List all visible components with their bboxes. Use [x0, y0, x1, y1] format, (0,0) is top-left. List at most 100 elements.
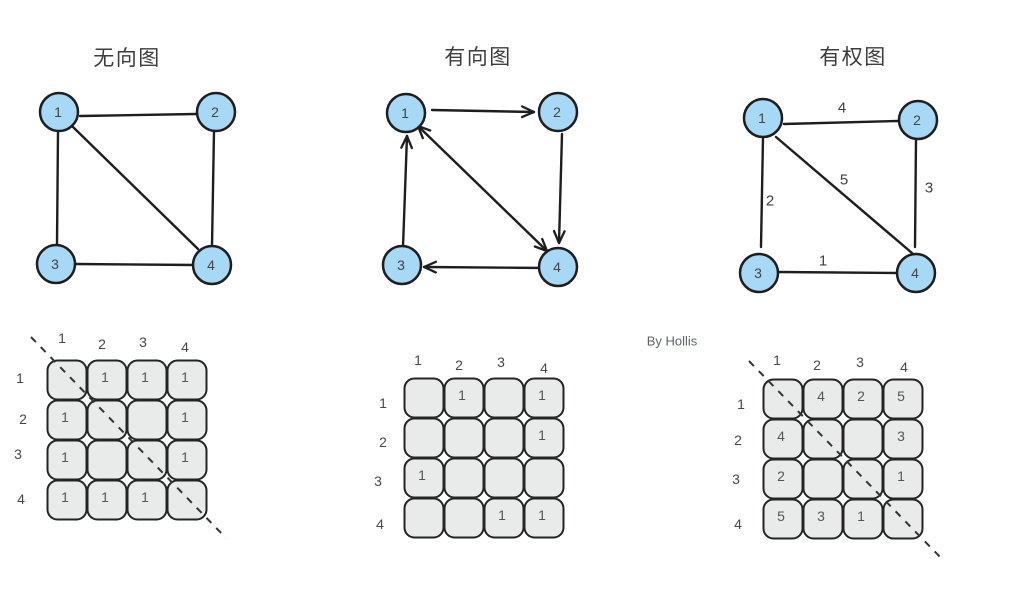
weighted-adjacency-matrix-value: 2 — [857, 388, 865, 404]
graph-node-label: 2 — [553, 104, 561, 120]
directed-adjacency-matrix-cell — [443, 457, 485, 499]
graph-edge-1-3 — [759, 135, 765, 249]
weighted-adjacency-matrix-row-label-3: 3 — [732, 471, 740, 487]
graph-node-weighted-3 — [738, 252, 780, 294]
graph-edge-3-4 — [73, 262, 196, 267]
directed-adjacency-matrix-cell — [443, 497, 485, 539]
undirected-adjacency-matrix-col-label-4: 4 — [181, 339, 189, 355]
weighted-adjacency-matrix-cell — [882, 498, 924, 540]
graph-edge-1-2 — [430, 108, 536, 114]
weighted-adjacency-matrix-diagonal-dashed-line — [748, 360, 944, 561]
undirected-adjacency-matrix-value: 1 — [61, 409, 69, 425]
undirected-adjacency-matrix-row-label-4: 4 — [17, 491, 25, 507]
directed-adjacency-matrix-col-label-1: 1 — [414, 352, 422, 368]
directed-adjacency-matrix-cell — [523, 497, 565, 539]
graph-edge-1-4 — [416, 124, 549, 253]
graph-node-label: 1 — [401, 105, 409, 121]
weighted-adjacency-matrix-col-label-3: 3 — [856, 354, 864, 370]
graph-edge-1-2 — [782, 119, 900, 126]
graph-node-undirected-3 — [35, 243, 77, 285]
graph-edge-1-4 — [71, 125, 200, 251]
undirected-adjacency-matrix-cell — [126, 439, 168, 481]
graph-edge-2-4 — [913, 137, 918, 249]
weighted-adjacency-matrix-col-label-1: 1 — [773, 352, 781, 368]
graph-edge-3-4 — [777, 270, 902, 275]
directed-adjacency-matrix-cell — [443, 417, 485, 459]
directed-adjacency-matrix-cell — [403, 377, 445, 419]
directed-adjacency-matrix-col-label-2: 2 — [455, 357, 463, 373]
graph-node-directed-3 — [381, 244, 423, 286]
directed-adjacency-matrix-value: 1 — [498, 507, 506, 523]
weighted-graph-title: 有权图 — [819, 46, 887, 69]
directed-adjacency-matrix-value: 1 — [538, 427, 546, 443]
graph-node-directed-2 — [537, 91, 579, 133]
undirected-adjacency-matrix-diagonal-dashed-line — [30, 336, 227, 539]
author-credit: By Hollis — [646, 333, 698, 349]
undirected-adjacency-matrix-col-label-2: 2 — [98, 336, 106, 352]
weighted-adjacency-matrix-value: 5 — [777, 508, 785, 524]
weighted-adjacency-matrix-value: 5 — [897, 388, 905, 404]
undirected-adjacency-matrix-cell — [46, 359, 88, 401]
weighted-adjacency-matrix-row-label-1: 1 — [737, 396, 745, 412]
directed-adjacency-matrix-value: 1 — [538, 507, 546, 523]
arrowhead-icon — [552, 229, 566, 245]
graph-edge-2-4 — [210, 129, 216, 248]
directed-adjacency-matrix-value: 1 — [418, 467, 426, 483]
weighted-adjacency-matrix-cell — [762, 378, 804, 420]
undirected-adjacency-matrix-value: 1 — [141, 369, 149, 385]
directed-adjacency-matrix-row-label-1: 1 — [379, 395, 387, 411]
graph-edge-1-3 — [55, 129, 60, 247]
directed-adjacency-matrix-col-label-4: 4 — [540, 360, 548, 376]
graph-node-label: 1 — [758, 110, 766, 126]
graph-node-weighted-2 — [897, 99, 939, 141]
directed-adjacency-matrix-cell — [483, 377, 525, 419]
undirected-adjacency-matrix-cell — [86, 439, 128, 481]
graph-edge-3-1 — [401, 134, 409, 249]
weighted-adjacency-matrix-col-label-2: 2 — [813, 357, 821, 373]
undirected-adjacency-matrix-col-label-3: 3 — [139, 334, 147, 350]
graph-node-label: 1 — [54, 104, 62, 120]
graph-node-undirected-1 — [38, 91, 80, 133]
graph-node-label: 2 — [211, 104, 219, 120]
undirected-adjacency-matrix-row-label-1: 1 — [16, 370, 24, 386]
graph-node-undirected-4 — [191, 244, 233, 286]
weighted-adjacency-matrix-cell — [842, 418, 884, 460]
undirected-adjacency-matrix-value: 1 — [61, 449, 69, 465]
graph-node-label: 4 — [911, 265, 919, 281]
arrowhead-icon — [520, 105, 536, 119]
edge-weight-label-2-4: 3 — [925, 180, 933, 197]
undirected-adjacency-matrix-cell — [86, 399, 128, 441]
edge-weight-label-1-4: 5 — [840, 172, 848, 189]
weighted-adjacency-matrix-cell — [802, 458, 844, 500]
arrowhead-icon — [400, 134, 414, 150]
undirected-adjacency-matrix-value: 1 — [141, 489, 149, 505]
graph-node-undirected-2 — [195, 91, 237, 133]
directed-adjacency-matrix-row-label-3: 3 — [374, 473, 382, 489]
directed-adjacency-matrix-row-label-4: 4 — [376, 516, 384, 532]
directed-adjacency-matrix-cell — [523, 457, 565, 499]
undirected-adjacency-matrix-row-label-3: 3 — [14, 446, 22, 462]
graph-edge-1-2 — [78, 112, 198, 118]
weighted-adjacency-matrix-value: 4 — [777, 428, 785, 444]
undirected-adjacency-matrix-value: 1 — [181, 369, 189, 385]
graph-node-label: 4 — [553, 259, 561, 275]
directed-adjacency-matrix-row-label-2: 2 — [379, 434, 387, 450]
edge-weight-label-1-3: 2 — [766, 193, 774, 210]
directed-adjacency-matrix-value: 1 — [538, 387, 546, 403]
edge-weight-label-1-2: 4 — [838, 100, 846, 117]
graph-node-weighted-1 — [742, 97, 784, 139]
arrowhead-icon — [422, 260, 438, 274]
graph-edge-4-3 — [422, 265, 551, 270]
weighted-adjacency-matrix-value: 3 — [897, 428, 905, 444]
weighted-adjacency-matrix-value: 2 — [777, 468, 785, 484]
undirected-adjacency-matrix-cell — [166, 479, 208, 521]
graph-node-label: 3 — [397, 257, 405, 273]
directed-adjacency-matrix-value: 1 — [458, 387, 466, 403]
graph-node-label: 4 — [207, 257, 215, 273]
graph-edge-1-4 — [774, 135, 914, 255]
undirected-adjacency-matrix-value: 1 — [181, 449, 189, 465]
undirected-adjacency-matrix-cell — [126, 399, 168, 441]
undirected-graph-title: 无向图 — [93, 47, 161, 70]
graph-edge-2-4 — [557, 132, 564, 245]
